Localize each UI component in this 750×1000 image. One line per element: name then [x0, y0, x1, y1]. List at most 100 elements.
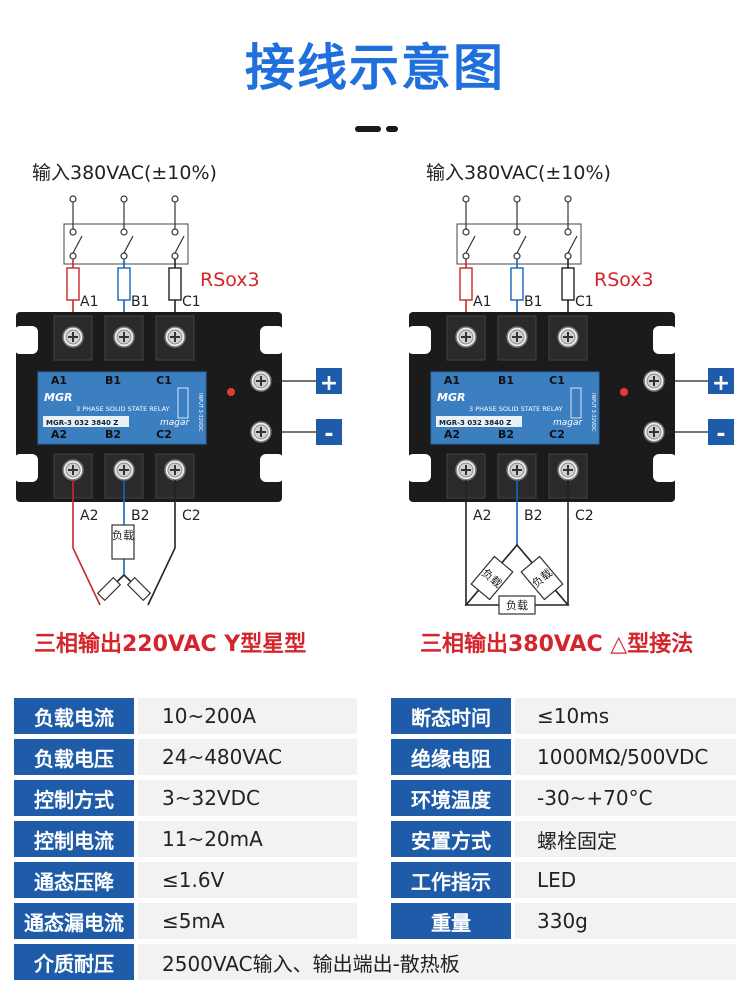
screw-terminal-icon [164, 459, 186, 481]
terminal-label: B2 [131, 508, 150, 524]
fuse-icon [510, 267, 524, 301]
solid-state-relay: A1 B1 C1 MGR 3 PHASE SOLID STATE RELAY M… [14, 312, 284, 502]
load-resistor-icon [96, 576, 122, 602]
spec-value: ≤1.6V [138, 862, 357, 898]
load-block [520, 555, 564, 601]
plate-terminal-label: C1 [156, 374, 172, 387]
screw-terminal-icon [250, 421, 272, 443]
plate-terminal-label: A1 [51, 374, 67, 387]
wiring-diagrams: 输入380VAC(±10%) RSox3 A1 B1 C1 [14, 162, 734, 615]
screw-terminal-icon [455, 459, 477, 481]
screw-terminal-icon [557, 326, 579, 348]
plate-terminal-label: C2 [549, 428, 565, 441]
screw-terminal-icon [506, 326, 528, 348]
maker-logo: magar [160, 418, 191, 428]
spec-value: 24~480VAC [138, 739, 357, 775]
minus-terminal [316, 419, 342, 445]
screw-terminal-icon [643, 421, 665, 443]
plate-terminal-label: A2 [444, 428, 460, 441]
title-underline-dot [386, 126, 398, 132]
brand-logo: MGR [44, 391, 72, 404]
switch-box [63, 223, 189, 265]
plate-terminal-label: C2 [156, 428, 172, 441]
screw-terminal-icon [164, 326, 186, 348]
diagram-star: 输入380VAC(±10%) RSox3 A1 B1 C1 [14, 162, 342, 606]
spec-value: 11~20mA [138, 821, 357, 857]
relay-model: MGR-3 032 3840 Z [439, 419, 511, 427]
spec-value: 2500VAC输入、输出端出-散热板 [138, 944, 736, 980]
spec-row: 通态压降 ≤1.6V 工作指示 LED [14, 862, 736, 898]
screw-terminal-icon [455, 326, 477, 348]
spec-label: 工作指示 [391, 862, 511, 898]
load-block [470, 555, 514, 601]
title-underline [355, 126, 381, 132]
screw-terminal-icon [62, 459, 84, 481]
plus-label: + [320, 371, 338, 396]
fuse-label: RSox3 [594, 269, 654, 291]
plate-terminal-label: B2 [105, 428, 121, 441]
plate-terminal-label: B1 [105, 374, 121, 387]
diagram-delta: 输入380VAC(±10%) RSox3 A1 B1 C1 [407, 162, 734, 615]
screw-terminal-icon [113, 459, 135, 481]
terminal-label: A1 [80, 294, 98, 310]
spec-label: 绝缘电阻 [391, 739, 511, 775]
spec-label: 负载电流 [14, 698, 134, 734]
fuse-icon [117, 267, 131, 301]
load-block [498, 595, 536, 615]
caption-star: 三相输出220VAC Y型星型 [34, 632, 307, 657]
terminal-label: C1 [575, 294, 594, 310]
spec-value: ≤10ms [515, 698, 736, 734]
fuse-label: RSox3 [200, 269, 260, 291]
spec-row: 负载电流 10~200A 断态时间 ≤10ms [14, 698, 736, 734]
spec-label: 控制方式 [14, 780, 134, 816]
spec-value: 330g [515, 903, 736, 939]
spec-value: LED [515, 862, 736, 898]
load-resistor-icon [126, 576, 152, 602]
screw-terminal-icon [506, 459, 528, 481]
spec-label: 负载电压 [14, 739, 134, 775]
screw-terminal-icon [250, 370, 272, 392]
spec-row: 介质耐压 2500VAC输入、输出端出-散热板 [14, 944, 736, 980]
terminal-label: B1 [524, 294, 543, 310]
minus-label: - [324, 422, 333, 447]
terminal-label: A1 [473, 294, 491, 310]
spec-value: 螺栓固定 [515, 821, 736, 857]
spec-label: 环境温度 [391, 780, 511, 816]
spec-label: 安置方式 [391, 821, 511, 857]
page-title: 接线示意图 [245, 39, 505, 97]
terminal-label: B2 [524, 508, 543, 524]
maker-logo: magar [553, 418, 584, 428]
terminal-label: A2 [473, 508, 491, 524]
plate-terminal-label: B1 [498, 374, 514, 387]
fuse-icon [459, 267, 473, 301]
relay-subtitle: 3 PHASE SOLID STATE RELAY [76, 405, 170, 413]
spec-table: 负载电流 10~200A 断态时间 ≤10ms 负载电压 24~480VAC 绝… [14, 698, 736, 985]
spec-label: 控制电流 [14, 821, 134, 857]
terminal-label: A2 [80, 508, 98, 524]
spec-row: 控制方式 3~32VDC 环境温度 -30~+70°C [14, 780, 736, 816]
spec-label: 介质耐压 [14, 944, 134, 980]
plus-terminal [708, 368, 734, 394]
screw-terminal-icon [113, 326, 135, 348]
plate-terminal-label: B2 [498, 428, 514, 441]
plate-terminal-label: C1 [549, 374, 565, 387]
spec-label: 通态漏电流 [14, 903, 134, 939]
plate-terminal-label: A2 [51, 428, 67, 441]
plus-label: + [712, 371, 730, 396]
led-indicator [620, 388, 628, 396]
load-label: 负载 [112, 528, 134, 542]
minus-terminal [708, 419, 734, 445]
relay-model: MGR-3 032 3840 Z [46, 419, 118, 427]
relay-side-text: INPUT 3-32VDC [197, 393, 203, 432]
spec-value: 10~200A [138, 698, 357, 734]
relay-side-text: INPUT 3-32VDC [590, 393, 596, 432]
spec-row: 控制电流 11~20mA 安置方式 螺栓固定 [14, 821, 736, 857]
terminal-label: C2 [182, 508, 201, 524]
fuse-icon [561, 267, 575, 301]
spec-value: ≤5mA [138, 903, 357, 939]
fuse-icon [66, 267, 80, 301]
terminal-label: B1 [131, 294, 150, 310]
spec-label: 断态时间 [391, 698, 511, 734]
led-indicator [227, 388, 235, 396]
load-block [111, 524, 135, 560]
